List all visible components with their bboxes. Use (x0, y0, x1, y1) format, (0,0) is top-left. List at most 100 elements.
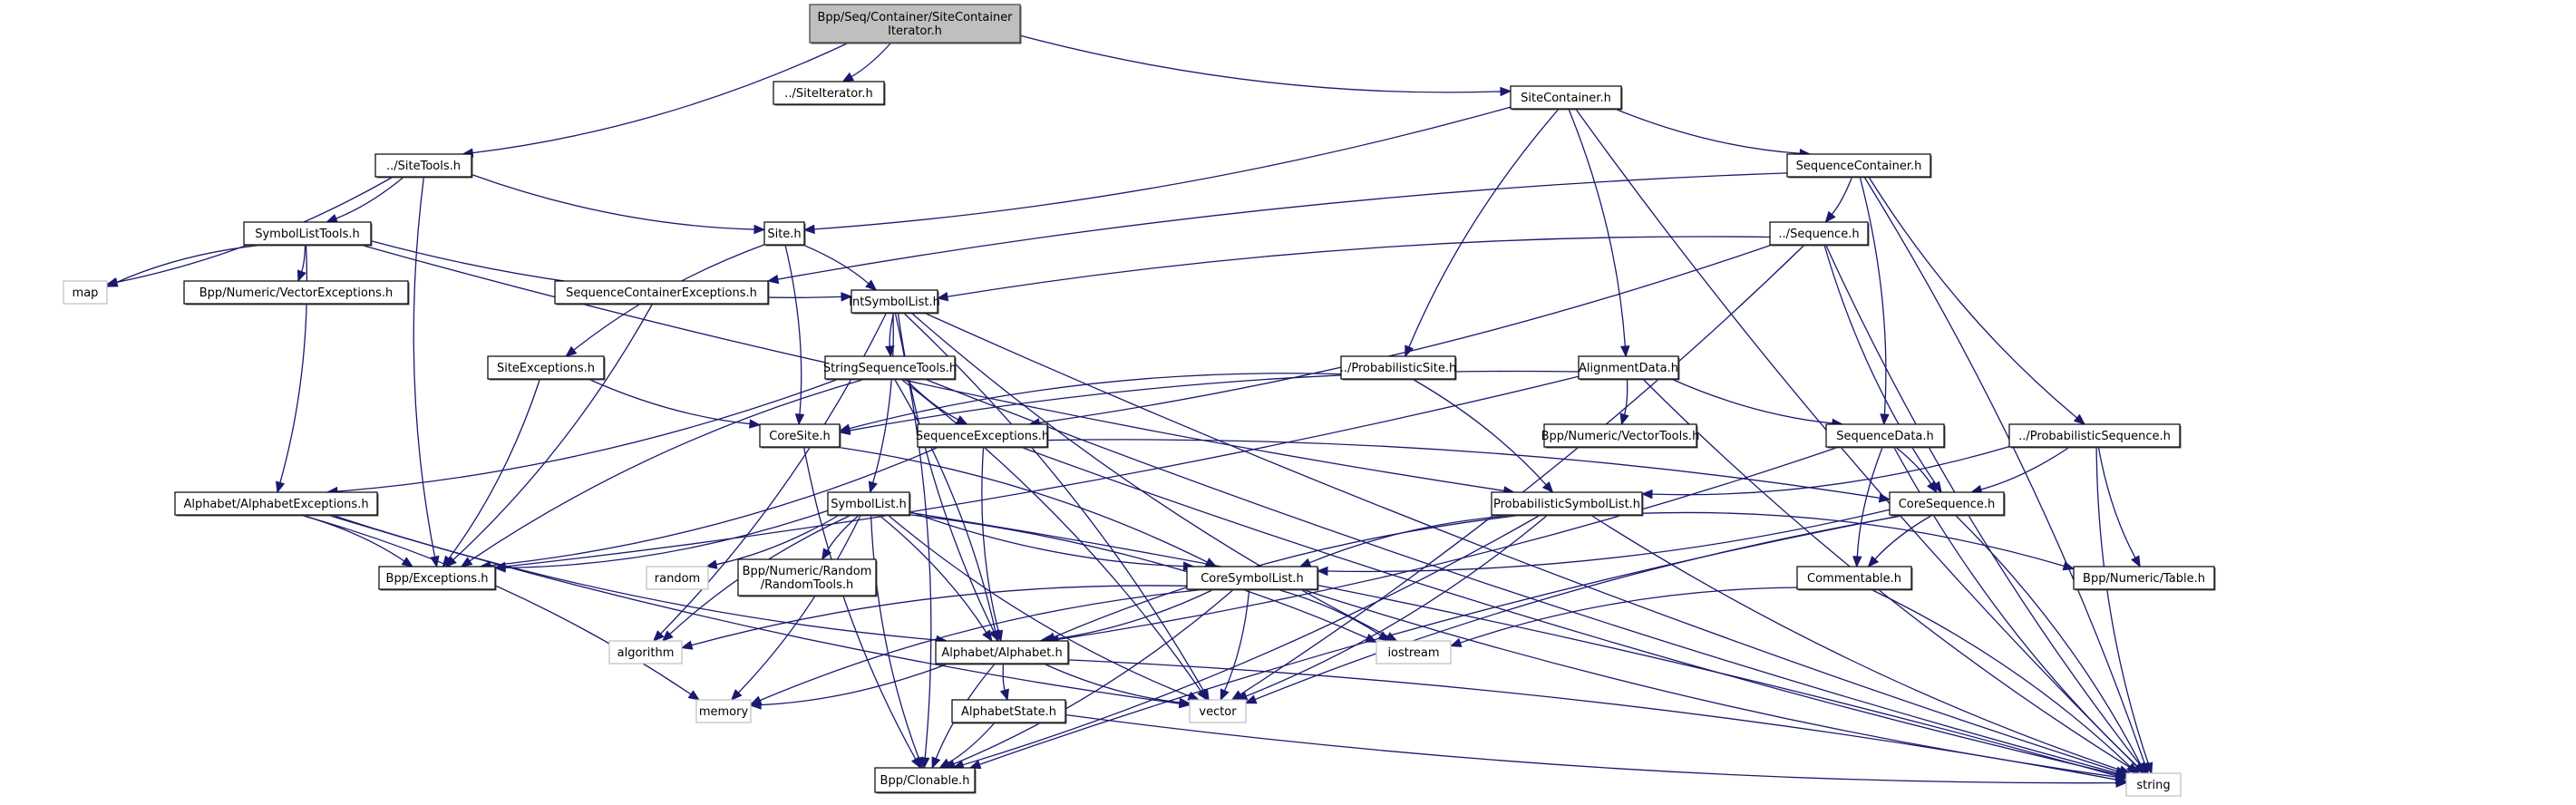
node-seqcontainerexceptions[interactable]: SequenceContainerExceptions.h (554, 280, 770, 306)
edge-alphabetexceptions-to-memory (300, 514, 692, 695)
edge-probabilisticsymbollist-to-string (1589, 514, 2121, 771)
edge-probabilisticsymbollist-to-table (1641, 511, 2065, 567)
arrowhead-icon (680, 640, 694, 650)
edge-sequencecontainer-to-seqcontainerexceptions (777, 172, 1788, 280)
edge-coresequence-to-clonable (979, 514, 1905, 765)
node-map: map (63, 280, 108, 305)
node-box (773, 81, 885, 105)
edge-sitecontainer-to-site (813, 106, 1512, 230)
node-vectortools[interactable]: Bpp/Numeric/VectorTools.h (1541, 423, 1700, 449)
node-coresite[interactable]: CoreSite.h (759, 423, 841, 449)
edge-symbollist-to-randomtools (826, 514, 860, 551)
edge-sequencecontainer-to-probabilisticsequence (1868, 176, 2078, 419)
edge-alphabet-to-vector (1043, 663, 1181, 703)
node-root[interactable]: Bpp/Seq/Container/SiteContainerIterator.… (809, 4, 1022, 44)
node-commentable[interactable]: Commentable.h (1796, 566, 1913, 591)
node-alignmentdata[interactable]: AlignmentData.h (1578, 355, 1680, 381)
node-box (2073, 566, 2215, 590)
node-sequenceexceptions[interactable]: SequenceExceptions.h (916, 423, 1049, 449)
node-site[interactable]: Site.h (763, 221, 806, 247)
node-probabilisticsymbollist[interactable]: ProbabilisticSymbolList.h (1491, 491, 1644, 517)
node-symbollisttools[interactable]: SymbolListTools.h (243, 221, 373, 247)
node-label: Bpp/Numeric/VectorTools.h (1541, 430, 1700, 443)
edge-sitetools-to-site (471, 173, 755, 230)
node-box (243, 221, 372, 246)
node-box (827, 491, 910, 516)
node-symbollist[interactable]: SymbolList.h (827, 491, 911, 517)
arrowhead-icon (565, 345, 578, 357)
node-sitecontainer[interactable]: SiteContainer.h (1510, 85, 1623, 111)
node-alphabetstate[interactable]: AlphabetState.h (951, 699, 1067, 724)
arrowhead-icon (1640, 489, 1653, 499)
arrowhead-icon (821, 548, 832, 561)
node-stringsequencetools[interactable]: StringSequenceTools.h (823, 355, 957, 381)
node-sequencedata[interactable]: SequenceData.h (1825, 423, 1946, 449)
node-box (554, 280, 769, 305)
arrowhead-icon (2125, 762, 2138, 774)
node-label: CoreSite.h (769, 430, 830, 443)
arrowhead-icon (993, 629, 1004, 643)
arrowhead-icon (1931, 480, 1942, 494)
node-sitetools[interactable]: ../SiteTools.h (374, 153, 473, 179)
node-box (174, 491, 378, 516)
node-box (1510, 85, 1622, 110)
arrowhead-icon (2073, 413, 2086, 425)
node-sequence[interactable]: ../Sequence.h (1769, 221, 1870, 247)
node-table[interactable]: Bpp/Numeric/Table.h (2073, 566, 2216, 591)
edge-probabilisticsequence-to-string (2095, 446, 2149, 764)
edges-layer (105, 34, 2153, 788)
arrowhead-icon (841, 292, 853, 302)
node-label: AlignmentData.h (1579, 362, 1678, 375)
arrowhead-icon (938, 758, 952, 769)
node-box (183, 280, 409, 305)
node-label: ../SiteIterator.h (784, 87, 872, 101)
node-label: Bpp/Clonable.h (880, 774, 970, 788)
arrowhead-icon (1880, 413, 1890, 426)
edge-sequencedata-to-alphabet (1057, 446, 1840, 640)
node-box (737, 558, 877, 596)
arrowhead-icon (730, 689, 743, 701)
edge-alignmentdata-to-vectortools (1623, 378, 1628, 415)
arrowhead-icon (296, 269, 306, 283)
arrowhead-icon (1500, 86, 1512, 97)
node-randomtools[interactable]: Bpp/Numeric/Random/RandomTools.h (737, 558, 878, 597)
node-clonable[interactable]: Bpp/Clonable.h (874, 767, 977, 794)
node-label: CoreSymbolList.h (1201, 572, 1304, 586)
node-label: SymbolList.h (831, 498, 907, 511)
node-label: ../SiteTools.h (386, 160, 461, 173)
arrowhead-icon (1926, 480, 1938, 494)
arrowhead-icon (1867, 555, 1880, 567)
node-label: random (655, 572, 700, 586)
node-vectorexceptions[interactable]: Bpp/Numeric/VectorExceptions.h (183, 280, 410, 306)
arrowhead-icon (2143, 761, 2153, 775)
node-alphabetexceptions[interactable]: Alphabet/AlphabetExceptions.h (174, 491, 379, 517)
edge-coresymbollist-to-vector (1224, 588, 1250, 692)
node-coresymbollist[interactable]: CoreSymbolList.h (1186, 566, 1319, 591)
arrowhead-icon (661, 630, 674, 642)
node-siteiterator[interactable]: ../SiteIterator.h (773, 81, 886, 106)
node-sequencecontainer[interactable]: SequenceContainer.h (1786, 153, 1932, 179)
node-siteexceptions[interactable]: SiteExceptions.h (487, 355, 606, 381)
edge-symbollist-to-memory (737, 514, 861, 693)
arrowhead-icon (1852, 556, 1862, 568)
edge-symbollisttools-to-map (115, 244, 265, 284)
edge-sequence-to-vector (1239, 244, 1805, 695)
node-label: Alphabet/AlphabetExceptions.h (183, 498, 368, 511)
edge-symbollist-to-random (715, 514, 841, 566)
edge-sequenceexceptions-to-coresequence (1046, 439, 1881, 499)
edge-siteexceptions-to-exceptions (448, 378, 541, 559)
edge-probabilisticsymbollist-to-alphabet (1054, 514, 1524, 638)
node-intsymbollist[interactable]: IntSymbolList.h (849, 289, 940, 315)
arrowhead-icon (936, 291, 949, 302)
node-alphabet[interactable]: Alphabet/Alphabet.h (935, 640, 1070, 665)
node-coresequence[interactable]: CoreSequence.h (1889, 491, 2006, 517)
edge-sequencecontainer-to-sequencedata (1859, 176, 1887, 415)
edge-sequence-to-intsymbollist (947, 236, 1771, 297)
node-box (608, 640, 683, 664)
edge-alignmentdata-to-coresite (849, 370, 1580, 432)
node-box (1769, 221, 1869, 246)
node-probabilisticsequence[interactable]: ../ProbabilisticSequence.h (2008, 423, 2182, 449)
node-label: map (73, 286, 99, 300)
node-probabilisticsite[interactable]: ../ProbabilisticSite.h (1340, 355, 1457, 381)
node-exceptions[interactable]: Bpp/Exceptions.h (378, 566, 497, 591)
